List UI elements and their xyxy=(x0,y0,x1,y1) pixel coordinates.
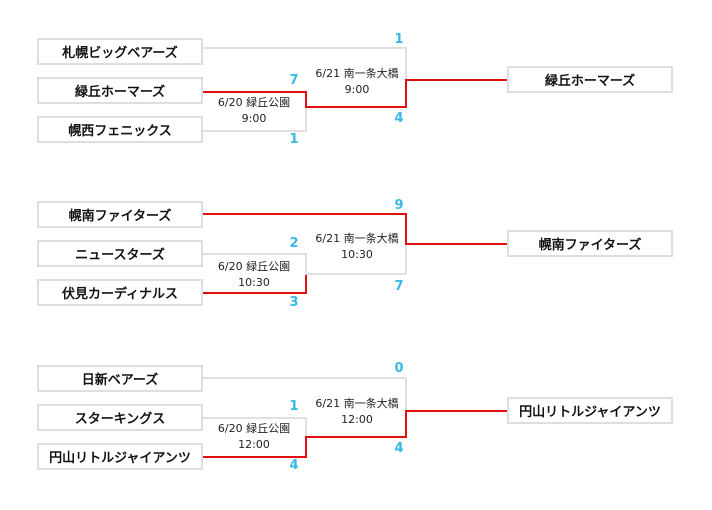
champion-box: 緑丘ホーマーズ xyxy=(507,66,673,93)
champion-connector xyxy=(405,410,507,412)
champion-box: 幌南ファイターズ xyxy=(507,230,673,257)
final-top-vline xyxy=(405,377,407,412)
semifinal-top-line xyxy=(203,91,305,93)
final-score-bottom: 7 xyxy=(394,279,404,294)
semifinal-top-line xyxy=(203,253,305,255)
final-top-line xyxy=(203,47,405,49)
semifinal-top-vline xyxy=(305,253,307,275)
final-bottom-line xyxy=(305,106,405,108)
semifinal-bottom-line xyxy=(203,130,305,132)
semifinal-date-venue: 6/20 緑丘公園 xyxy=(217,422,291,435)
final-bottom-vline xyxy=(405,243,407,275)
final-top-vline xyxy=(405,213,407,245)
team-box: 幌西フェニックス xyxy=(37,116,203,143)
final-score-bottom: 4 xyxy=(394,111,404,126)
final-top-line xyxy=(203,377,405,379)
semifinal-bottom-line xyxy=(203,292,305,294)
final-bottom-vline xyxy=(405,79,407,108)
semifinal-date-venue: 6/20 緑丘公園 xyxy=(217,260,291,273)
semifinal-bottom-vline xyxy=(305,436,307,458)
final-top-vline xyxy=(405,47,407,81)
team-box: 日新ベアーズ xyxy=(37,365,203,392)
semifinal-bottom-line xyxy=(203,456,305,458)
team-box: 札幌ビッグベアーズ xyxy=(37,38,203,65)
team-box: 円山リトルジャイアンツ xyxy=(37,443,203,470)
final-score-top: 0 xyxy=(394,361,404,376)
final-score-top: 9 xyxy=(394,198,404,213)
semifinal-time: 12:00 xyxy=(238,438,270,451)
semifinal-score-bottom: 1 xyxy=(289,132,299,147)
final-time: 12:00 xyxy=(341,413,373,426)
team-box: 幌南ファイターズ xyxy=(37,201,203,228)
semifinal-time: 9:00 xyxy=(241,112,267,125)
final-date-venue: 6/21 南一条大橋 xyxy=(315,67,399,80)
final-date-venue: 6/21 南一条大橋 xyxy=(315,232,399,245)
semifinal-score-top: 7 xyxy=(289,73,299,88)
semifinal-time: 10:30 xyxy=(238,276,270,289)
semifinal-score-top: 2 xyxy=(289,236,299,251)
semifinal-date-venue: 6/20 緑丘公園 xyxy=(217,96,291,109)
semifinal-top-vline xyxy=(305,417,307,438)
team-box: 緑丘ホーマーズ xyxy=(37,77,203,104)
final-bottom-line xyxy=(305,436,405,438)
final-bottom-line xyxy=(305,273,405,275)
final-date-venue: 6/21 南一条大橋 xyxy=(315,397,399,410)
final-score-bottom: 4 xyxy=(394,441,404,456)
semifinal-top-vline xyxy=(305,91,307,108)
semifinal-score-bottom: 3 xyxy=(289,295,299,310)
champion-connector xyxy=(405,79,507,81)
team-box: ニュースターズ xyxy=(37,240,203,267)
semifinal-bottom-vline xyxy=(305,106,307,132)
final-bottom-vline xyxy=(405,410,407,438)
champion-box: 円山リトルジャイアンツ xyxy=(507,397,673,424)
team-box: 伏見カーディナルス xyxy=(37,279,203,306)
final-score-top: 1 xyxy=(394,32,404,47)
semifinal-score-bottom: 4 xyxy=(289,458,299,473)
champion-connector xyxy=(405,243,507,245)
final-time: 9:00 xyxy=(344,83,370,96)
final-time: 10:30 xyxy=(341,248,373,261)
semifinal-top-line xyxy=(203,417,305,419)
semifinal-bottom-vline xyxy=(305,273,307,294)
final-top-line xyxy=(203,213,405,215)
semifinal-score-top: 1 xyxy=(289,399,299,414)
team-box: スターキングス xyxy=(37,404,203,431)
